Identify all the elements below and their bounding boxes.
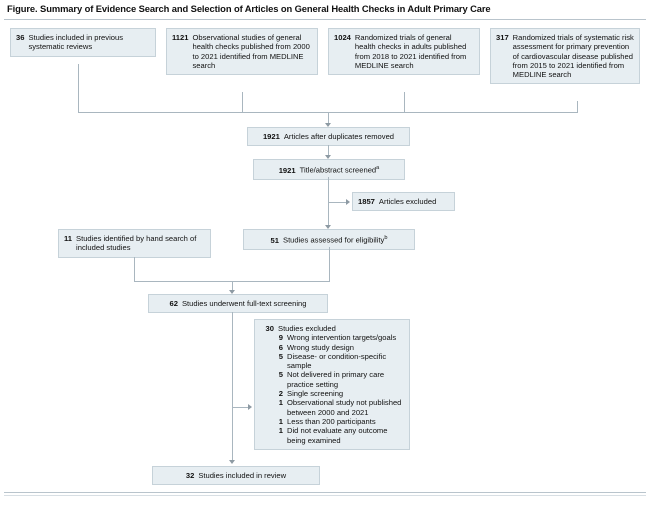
arrow-to-exclusions-icon [248, 404, 252, 410]
exclusion-total-label: Studies excluded [278, 324, 336, 333]
exclusion-item: 5 Not delivered in primary care practice… [269, 370, 404, 389]
node-count: 317 [496, 33, 509, 42]
connector-hand-search-down [134, 257, 135, 281]
node-studies-included-in-review: 32 Studies included in review [152, 466, 320, 486]
arrow-to-eligibility-icon [325, 225, 331, 229]
node-studies-previous-reviews: 36 Studies included in previous systemat… [10, 28, 156, 57]
bottom-divider [4, 492, 646, 493]
arrow-to-duplicates-icon [325, 123, 331, 127]
node-assessed-for-eligibility: 51 Studies assessed for eligibilityb [243, 229, 415, 250]
node-hand-search: 11 Studies identified by hand search of … [58, 229, 211, 258]
node-count: 62 [169, 299, 178, 308]
connector-prev-reviews-down [78, 64, 79, 112]
exclusion-item: 1 Observational study not published betw… [269, 398, 404, 417]
connector-rct-health-checks-down [404, 92, 405, 112]
node-label: Randomized trials of systematic risk ass… [512, 33, 634, 80]
node-count: 32 [185, 471, 195, 480]
node-title-abstract-screened: 1921 Title/abstract screeneda [253, 159, 405, 180]
connector-fulltext-to-exclusions [232, 407, 250, 408]
arrow-to-included-icon [229, 460, 235, 464]
node-count: 1921 [278, 165, 296, 175]
footnote-marker-a: a [376, 165, 380, 171]
figure-title: Figure. Summary of Evidence Search and S… [7, 3, 491, 14]
exclusion-item-count: 6 [278, 342, 283, 352]
node-count: 11 [64, 234, 73, 243]
node-studies-excluded-detail: 30 Studies excluded 9 Wrong intervention… [254, 319, 410, 450]
connector-to-included [232, 407, 233, 462]
exclusion-item-label: Less than 200 participants [287, 416, 376, 426]
node-articles-excluded: 1857 Articles excluded [352, 192, 455, 212]
connector-observational-down [242, 92, 243, 112]
node-observational-studies: 1121 Observational studies of general he… [166, 28, 318, 76]
node-randomized-trials-risk-assessment: 317 Randomized trials of systematic risk… [490, 28, 640, 85]
connector-merge-to-fulltext [232, 281, 233, 293]
connector-eligibility-down [329, 247, 330, 281]
exclusion-item-count: 2 [278, 389, 283, 399]
exclusion-item-count: 1 [278, 398, 283, 408]
node-label: Randomized trials of general health chec… [354, 33, 467, 70]
node-randomized-trials-health-checks: 1024 Randomized trials of general health… [328, 28, 480, 76]
connector-bus-to-duplicates [328, 112, 329, 126]
arrow-to-fulltext-icon [229, 290, 235, 294]
connector-fulltext-down [232, 312, 233, 407]
connector-screened-to-excluded [328, 202, 348, 203]
exclusion-item: 5 Disease- or condition-specific sample [269, 352, 404, 371]
exclusion-item-label: Disease- or condition-specific sample [287, 351, 387, 371]
node-count: 51 [270, 235, 279, 245]
node-count: 1921 [262, 132, 280, 141]
footnote-marker-b: b [384, 235, 388, 241]
node-label: Studies underwent full-text screening [181, 299, 307, 308]
connector-duplicates-to-screened [328, 145, 329, 158]
arrow-to-screened-icon [325, 155, 331, 159]
node-count: 36 [16, 33, 25, 42]
exclusion-item-count: 9 [278, 333, 283, 343]
node-count: 1024 [334, 33, 351, 42]
exclusion-item-label: Wrong intervention targets/goals [287, 333, 397, 343]
exclusion-item: 1 Less than 200 participants [269, 417, 404, 426]
exclusion-item-count: 5 [278, 370, 283, 380]
node-label: Title/abstract screeneda [299, 165, 380, 175]
node-label: Observational studies of general health … [192, 33, 310, 70]
exclusion-item-label: Did not evaluate any outcome being exami… [287, 426, 388, 445]
connector-screened-down [328, 177, 329, 202]
node-label: Studies included in previous systematic … [28, 33, 124, 52]
connector-screened-to-eligibility [328, 202, 329, 228]
arrow-to-articles-excluded-icon [346, 199, 350, 205]
exclusion-item-label: Observational study not published betwee… [287, 398, 402, 417]
node-label: Studies identified by hand search of inc… [76, 234, 197, 253]
bottom-divider-secondary [4, 495, 646, 496]
node-label: Studies assessed for eligibilityb [283, 235, 388, 245]
exclusion-item: 6 Wrong study design [269, 343, 404, 352]
title-divider [4, 19, 646, 20]
exclusion-item-label: Wrong study design [287, 342, 354, 352]
connector-rct-risk-down [577, 101, 578, 112]
exclusion-item: 2 Single screening [269, 389, 404, 398]
node-count: 1857 [358, 197, 375, 206]
exclusion-item-count: 1 [278, 416, 283, 426]
node-label: Studies included in review [198, 471, 287, 480]
exclusion-item-count: 5 [278, 351, 283, 361]
exclusion-item-label: Single screening [287, 389, 344, 399]
exclusion-item: 9 Wrong intervention targets/goals [269, 333, 404, 342]
node-label: Articles after duplicates removed [283, 132, 395, 141]
node-label: Articles excluded [378, 197, 437, 206]
node-articles-after-duplicates: 1921 Articles after duplicates removed [247, 127, 410, 147]
exclusion-item-count: 1 [278, 426, 283, 436]
exclusion-total-count: 30 [265, 324, 274, 333]
exclusion-item-label: Not delivered in primary care practice s… [287, 370, 385, 389]
node-count: 1121 [172, 33, 189, 42]
node-full-text-screening: 62 Studies underwent full-text screening [148, 294, 328, 314]
exclusion-item: 1 Did not evaluate any outcome being exa… [269, 426, 404, 445]
